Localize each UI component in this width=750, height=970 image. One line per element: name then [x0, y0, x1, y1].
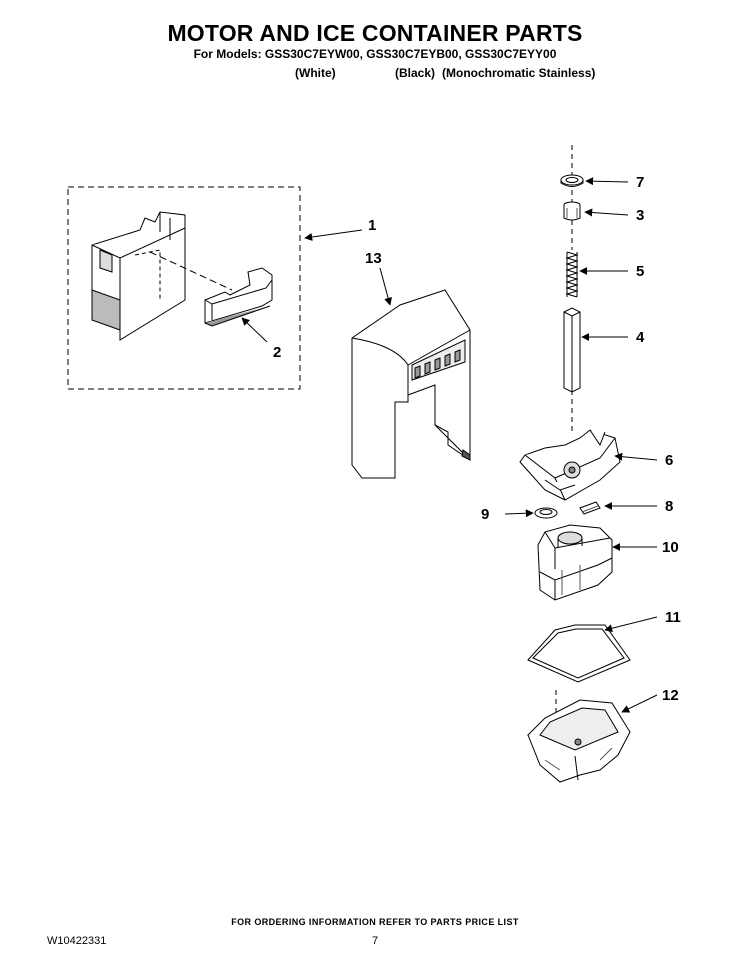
callout-10: 10 — [662, 539, 679, 556]
callout-2: 2 — [273, 344, 281, 361]
washer-part — [560, 174, 584, 187]
leader-12 — [621, 694, 658, 713]
callout-12: 12 — [662, 687, 679, 704]
leader-6 — [614, 452, 658, 461]
container-gasket-part — [527, 624, 631, 683]
leader-7 — [585, 177, 629, 186]
callout-13: 13 — [365, 250, 382, 267]
front-shroud-part — [351, 289, 471, 479]
leader-9 — [504, 509, 534, 518]
auger-motor-part — [537, 524, 613, 601]
spring-part — [565, 251, 579, 298]
callout-11: 11 — [665, 609, 681, 626]
callout-4: 4 — [636, 329, 645, 346]
leader-2 — [241, 317, 268, 343]
bracket-clip-part — [204, 267, 273, 327]
callout-8: 8 — [665, 498, 673, 515]
callout-6: 6 — [665, 452, 673, 469]
gasket-strip-part — [579, 501, 601, 515]
models-line: For Models: GSS30C7EYW00, GSS30C7EYB00, … — [193, 47, 557, 61]
drive-shaft-part — [563, 307, 581, 393]
leader-1 — [304, 229, 363, 241]
seal-ring-part — [534, 507, 558, 519]
page-number: 7 — [372, 935, 379, 947]
ice-container-housing-part — [527, 699, 631, 783]
leader-13 — [379, 267, 392, 306]
callout-9: 9 — [481, 506, 489, 523]
document-number: W10422331 — [47, 935, 107, 947]
variant-black: (Black) — [395, 66, 436, 80]
motor-mount-part — [519, 429, 621, 501]
assembly-box — [67, 186, 301, 390]
variant-stainless: (Monochromatic Stainless) — [442, 66, 596, 80]
callout-5: 5 — [636, 263, 644, 280]
variant-white: (White) — [295, 66, 336, 80]
coupler-part — [563, 201, 581, 221]
assembly-line — [149, 251, 233, 291]
callout-3: 3 — [636, 207, 644, 224]
leader-3 — [584, 208, 629, 217]
ice-bin-bracket-part — [91, 211, 186, 341]
ordering-note: FOR ORDERING INFORMATION REFER TO PARTS … — [231, 917, 519, 927]
callout-7: 7 — [636, 174, 644, 191]
callout-1: 1 — [368, 217, 376, 234]
page-title: MOTOR AND ICE CONTAINER PARTS — [167, 20, 583, 46]
leader-11 — [604, 616, 658, 633]
